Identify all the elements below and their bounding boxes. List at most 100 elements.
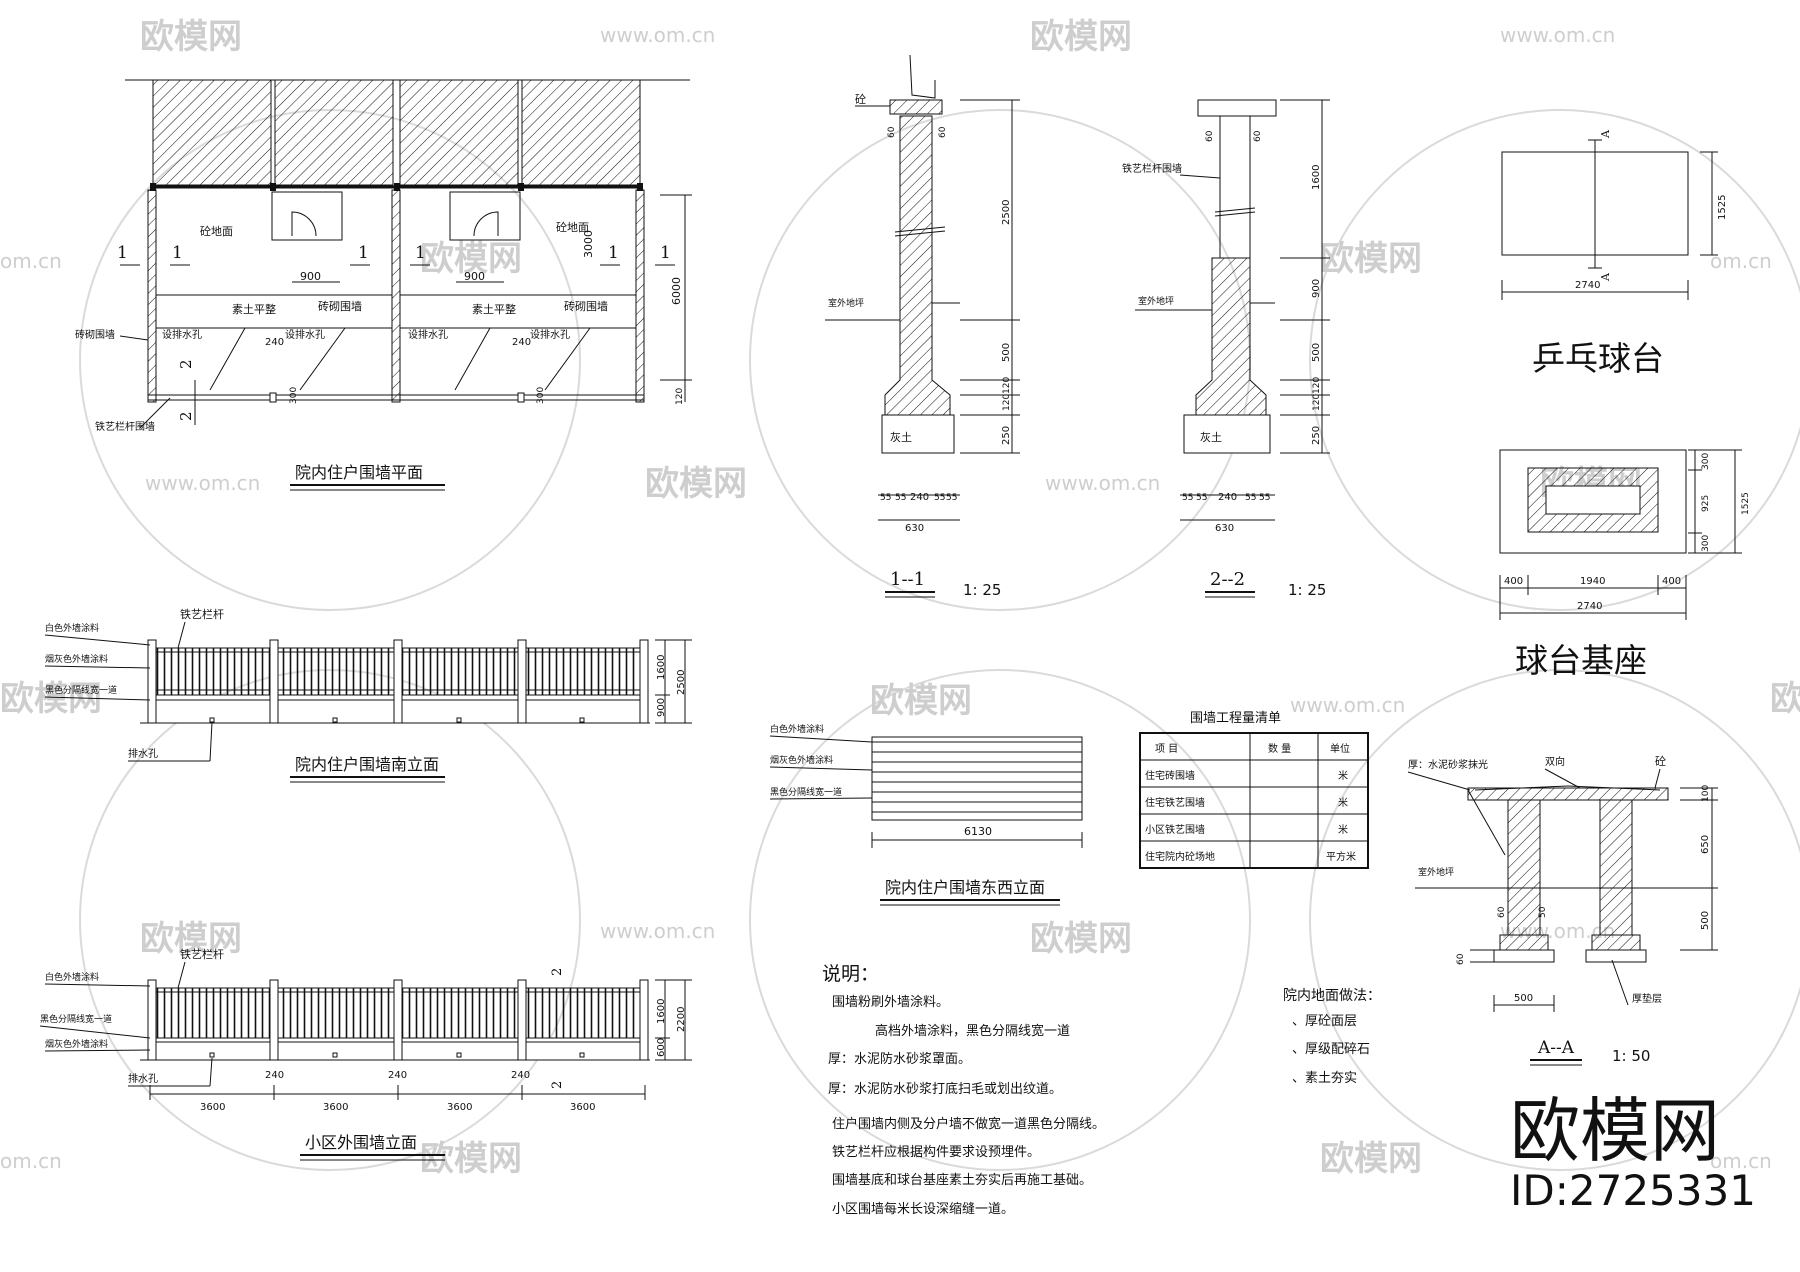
section1-scale: 1: 25 (963, 581, 1001, 599)
section1-dim-240: 240 (910, 492, 929, 503)
plan-title: 院内住户围墙平面 (295, 463, 423, 482)
sectionA-label-concrete: 砼 (1655, 755, 1666, 768)
section1-dim-55: 55 (934, 493, 945, 503)
quantity-table: 围墙工程量清单 项 目 数 量 单位 住宅砖围墙 米 住宅铁艺围墙 米 小区铁艺… (1139, 711, 1369, 869)
section1-dim-55: 55 (880, 493, 891, 503)
stamp-id: ID:2725331 (1510, 1166, 1756, 1215)
table-cell: 米 (1338, 823, 1348, 836)
sectionA-title: A--A (1537, 1038, 1575, 1058)
sectionA-footing (1499, 934, 1549, 951)
plan-entry-step (271, 191, 343, 241)
section2-dim-55: 55 (1259, 493, 1270, 503)
section1-dim-60: 60 (938, 126, 948, 138)
section1-dim-250: 250 (1001, 426, 1012, 445)
section1-coping (889, 99, 943, 115)
base-dim-2740: 2740 (1577, 601, 1602, 612)
watermark-brand: 欧模网 (870, 681, 972, 721)
south-title: 院内住户围墙南立面 (295, 755, 439, 774)
section1-title: 1--1 (890, 569, 925, 590)
notes-line: 住户围墙内侧及分户墙不做宽一道黑色分隔线。 (832, 1116, 1105, 1132)
east-dim-6130: 6130 (964, 825, 992, 838)
section-mark-2: 2 2 (177, 359, 196, 425)
notes: 说明： 围墙粉刷外墙涂料。 高档外墙涂料，黑色分隔线宽一道 厚：水泥防水砂浆罩面… (822, 963, 1105, 1217)
plan-label-concrete: 砼地面 (556, 221, 589, 234)
section2-dim-120: 120 (1312, 377, 1322, 394)
watermark-brand: 欧模网 (140, 919, 242, 959)
table-cell: 米 (1338, 769, 1348, 782)
base-dim-400: 400 (1662, 576, 1681, 587)
watermark-brand: 欧模网 (1320, 239, 1422, 279)
pingpong-mark-a: A (1599, 129, 1612, 139)
section2-dim-60: 60 (1253, 130, 1263, 142)
base-title: 球台基座 (1515, 641, 1647, 680)
watermark-short: om.cn (1710, 249, 1772, 273)
plan-dim-240: 240 (265, 337, 284, 348)
outer-label-black: 黑色分隔线宽一道 (40, 1013, 112, 1025)
base-outline (1499, 449, 1687, 554)
svg-text:1: 1 (608, 243, 619, 263)
plan-dim-300: 300 (536, 387, 546, 404)
plan-dim-3000: 3000 (582, 230, 595, 258)
table-header: 单位 (1330, 742, 1350, 755)
outer-dim-240: 240 (265, 1070, 284, 1081)
watermark-brand: 欧模网 (1770, 679, 1800, 719)
section2-dim-120: 120 (1312, 394, 1322, 411)
plan-label-iron-wall: 铁艺栏杆围墙 (95, 420, 155, 433)
outer-dim-2200: 2200 (676, 1007, 687, 1032)
sectionA-cushion (1585, 949, 1647, 963)
ground-notes-line: 、厚砼面层 (1292, 1014, 1357, 1029)
east-label-grey: 烟灰色外墙涂料 (770, 754, 833, 766)
plan-post (517, 392, 525, 403)
plan-leader (454, 327, 491, 391)
south-dim-1600: 1600 (656, 655, 667, 680)
table-cell: 住宅砖围墙 (1145, 769, 1195, 782)
watermark-site: www.om.cn (600, 23, 715, 47)
section1-label-concrete: 砼 (855, 93, 866, 106)
sectionA-dim-60: 60 (1456, 953, 1466, 965)
plan-leader (299, 327, 346, 391)
table-header: 项 目 (1155, 743, 1178, 755)
plan-post (269, 392, 277, 403)
plan-label-drain: 设排水孔 (408, 328, 448, 341)
east-wall (871, 736, 1083, 821)
outer-dim-1600: 1600 (656, 999, 667, 1024)
section1-dim-120: 120 (1002, 377, 1012, 394)
section1-dim-630: 630 (905, 523, 924, 534)
watermark-layer: 欧模网 欧模网 www.om.cn www.om.cn 欧模网 欧模网 om.c… (0, 17, 1800, 1179)
south-label-grey: 烟灰色外墙涂料 (45, 653, 108, 665)
ground-notes-line: 、厚级配碎石 (1292, 1042, 1370, 1057)
east-label-white: 白色外墙涂料 (770, 723, 824, 735)
plan-wall-right (635, 189, 645, 403)
watermark-short: om.cn (0, 249, 62, 273)
pingpong-mark-a: A (1599, 272, 1612, 282)
sectionA-pier-right (1599, 799, 1633, 936)
section2-dim-630: 630 (1215, 523, 1234, 534)
table-cell: 住宅院内砼场地 (1145, 850, 1215, 863)
watermark-site: www.om.cn (600, 919, 715, 943)
base-dim-400: 400 (1504, 576, 1523, 587)
notes-heading: 说明： (822, 963, 879, 985)
table-cell: 住宅铁艺围墙 (1145, 796, 1205, 809)
outer-dim-bay: 3600 (323, 1102, 348, 1113)
plan-label-drain: 设排水孔 (530, 328, 570, 341)
sectionA-dim-60: 60 (1497, 906, 1507, 918)
plan-door-swing (473, 211, 499, 237)
section-mark-1: 1 1 1 1 1 1 (117, 243, 675, 266)
base-dim-1940: 1940 (1580, 576, 1605, 587)
plan-hatch-area (521, 79, 641, 186)
section-1-1: 砼 室外地坪 灰土 2500 500 120 120 250 60 60 55 … (825, 54, 1020, 599)
sectionA-cushion (1493, 949, 1555, 963)
notes-line: 围墙粉刷外墙涂料。 (832, 994, 949, 1010)
section1-dim-55: 55 (895, 493, 906, 503)
section1-dim-2500: 2500 (1001, 200, 1012, 225)
outer-label-grey: 烟灰色外墙涂料 (45, 1038, 108, 1050)
notes-line: 高档外墙涂料，黑色分隔线宽一道 (875, 1023, 1070, 1039)
outer-drain-holes (209, 1052, 585, 1058)
plan-label-concrete: 砼地面 (200, 225, 233, 238)
ground-notes-heading: 院内地面做法： (1283, 988, 1381, 1004)
sectionA-pier-left (1507, 799, 1541, 936)
plan-label-brick-wall-left: 砖砌围墙 (75, 328, 115, 341)
south-elevation: 铁艺栏杆 白色外墙涂料 烟灰色外墙涂料 黑色分隔线宽一道 排水孔 1600 90… (44, 607, 692, 783)
stamp-brand: 欧模网 (1510, 1090, 1720, 1172)
